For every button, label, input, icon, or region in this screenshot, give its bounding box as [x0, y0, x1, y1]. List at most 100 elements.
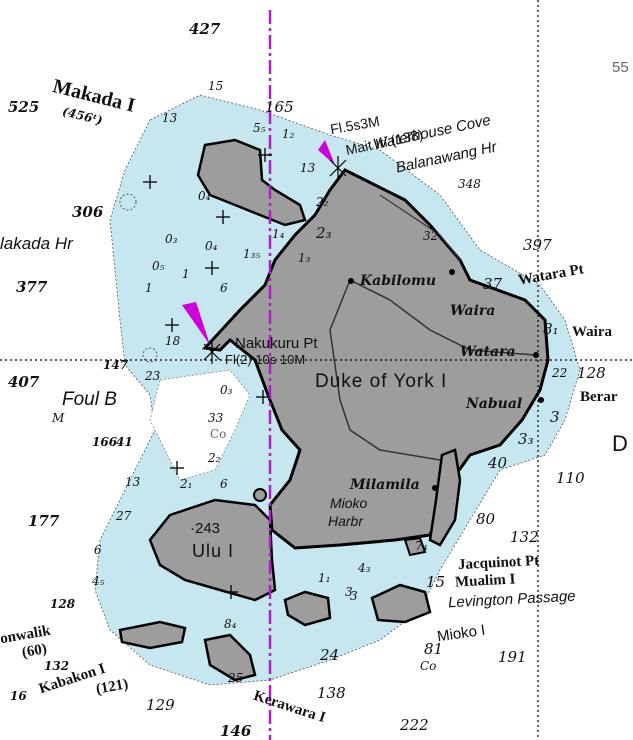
sounding: 427: [189, 20, 221, 38]
duke-of-york-label: Duke of York I: [315, 371, 448, 392]
islet: [119, 193, 137, 211]
sounding: 306: [72, 203, 104, 221]
sounding: 0₄: [198, 189, 211, 203]
sounding: 138: [317, 684, 346, 702]
edge-sounding-55: 55: [612, 59, 629, 76]
mualim-island-label: Mualim I: [454, 571, 516, 591]
sounding: 6: [220, 477, 228, 491]
sounding: 222: [400, 716, 429, 734]
village-dot: [348, 269, 544, 491]
sounding: 132: [44, 659, 70, 673]
sounding: 1₃₅: [243, 247, 261, 261]
sounding: 6: [94, 543, 102, 557]
sounding: 165: [265, 98, 294, 116]
sounding: 128: [50, 597, 76, 611]
sounding: 1: [145, 281, 153, 295]
sounding: 1: [182, 267, 190, 281]
light-flare-mait-iri: [318, 140, 335, 165]
sounding: 0₅: [152, 259, 165, 273]
sounding: 132: [510, 528, 539, 546]
sounding: 1₄: [272, 227, 285, 241]
sounding: 41: [116, 435, 133, 449]
sounding: 2₃: [316, 224, 332, 242]
kabakon-island: [118, 620, 187, 650]
sounding: 166: [92, 435, 118, 449]
sounding: 13: [162, 111, 178, 125]
sounding: 15: [426, 573, 446, 591]
sounding: 4₃: [358, 561, 371, 575]
kerawara-area-island: [283, 590, 332, 627]
islet: [253, 488, 267, 502]
sounding: 7₄: [415, 539, 428, 553]
sounding: 1₃: [298, 251, 311, 265]
sounding: 13: [125, 475, 141, 489]
sounding: 0₃: [220, 383, 233, 397]
sounding: 3: [350, 589, 358, 603]
sounding: 1₂: [282, 127, 295, 141]
edge-letter-d: D: [612, 431, 628, 456]
sounding: 147: [103, 358, 129, 372]
sounding: 23: [145, 369, 161, 383]
mioko-harbour-label-1: Mioko: [330, 495, 368, 511]
light-star-icon: [203, 156, 347, 364]
sounding: 8₄: [224, 617, 237, 631]
waira-point-label: Waira: [572, 324, 612, 340]
sounding: 3: [345, 585, 353, 599]
sounding: 8₁: [543, 320, 559, 338]
mualim-island: [403, 536, 427, 557]
ulu-height-label: ·243: [190, 520, 221, 537]
south-small-island: [203, 633, 257, 682]
sounding: 15: [208, 79, 224, 93]
sounding: 3: [550, 408, 560, 426]
ulu-island: [148, 498, 277, 602]
sounding: 525: [8, 98, 40, 116]
makada-harbour-label: lakada Hr: [0, 234, 73, 253]
sounding: 27: [116, 509, 132, 523]
sounding: 407: [8, 373, 40, 391]
nabual-label: Nabual: [466, 396, 523, 412]
mioko-harbour-label-2: Harbr: [328, 513, 364, 529]
sounding: 397: [523, 236, 552, 254]
island-road: [379, 194, 461, 261]
coral-label-south: Co: [420, 659, 437, 673]
sounding: 110: [556, 469, 585, 487]
east-peninsula: [428, 448, 462, 547]
sounding: 348: [458, 177, 481, 191]
sounding: 3₃: [518, 430, 534, 448]
sounding: 177: [28, 512, 60, 530]
nakukuru-point-label: Nakukuru Pt: [235, 335, 318, 352]
coral-label-west: Co: [210, 427, 227, 441]
sounding: 4₅: [92, 574, 105, 588]
sounding: 2₂: [208, 451, 221, 465]
sounding: 2₂: [316, 195, 329, 209]
island-road: [329, 279, 441, 461]
sounding: 1₁: [318, 571, 331, 585]
sounding: 128: [577, 364, 606, 382]
foul-bay-label: Foul B: [62, 389, 117, 410]
sounding: 80: [476, 510, 496, 528]
sounding: 18: [165, 334, 181, 348]
sounding: 25: [228, 671, 244, 685]
sounding: 5₅: [253, 121, 266, 135]
watara-village-label: Watara: [460, 344, 516, 360]
sounding: 13: [300, 161, 316, 175]
sounding: 32: [423, 229, 439, 243]
sounding: 2₁: [180, 477, 193, 491]
ulu-island-label: Ulu I: [192, 541, 235, 561]
light-flare-nakukuru: [182, 302, 210, 345]
sounding: 16: [10, 689, 27, 703]
mioko-island: [370, 583, 432, 624]
milamila-label: Milamila: [350, 477, 420, 493]
sounding: 0₃: [165, 232, 178, 246]
sounding: 0₄: [205, 239, 218, 253]
sounding: 377: [16, 278, 48, 296]
duke-of-york-island: [201, 168, 550, 550]
nakukuru-light-label: Fl(2) 10s 10M: [225, 352, 306, 367]
sounding: 24: [320, 646, 340, 664]
sounding: 6: [220, 281, 228, 295]
sounding: 40: [488, 454, 508, 472]
sounding: 129: [146, 696, 175, 714]
sounding: 37: [483, 275, 503, 293]
makada-island: [196, 138, 307, 227]
